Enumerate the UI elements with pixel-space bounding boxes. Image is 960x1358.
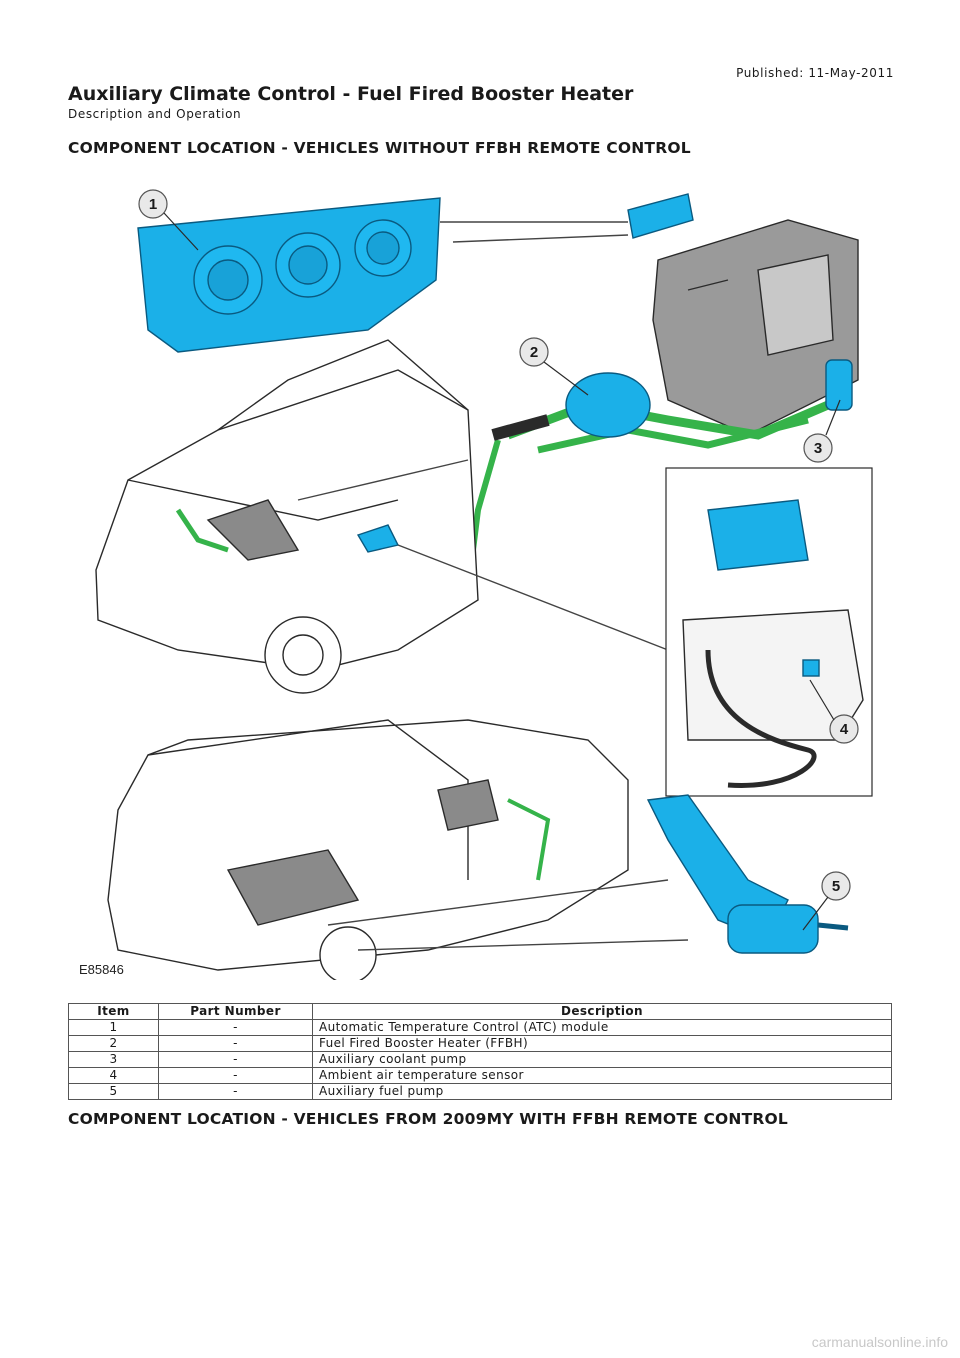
description-cell: Auxiliary fuel pump <box>312 1083 892 1100</box>
part-number-cell: - <box>158 1083 313 1100</box>
figure-id: E85846 <box>79 962 124 977</box>
callout-2-label: 2 <box>530 344 538 361</box>
callout-5-label: 5 <box>832 878 840 895</box>
table-row: 2 - Fuel Fired Booster Heater (FFBH) <box>68 1035 892 1052</box>
callout-4: 4 <box>809 679 859 744</box>
atc-module-drawing <box>137 193 694 353</box>
callout-1-label: 1 <box>149 196 157 213</box>
callout-3: 3 <box>803 399 841 463</box>
description-cell: Automatic Temperature Control (ATC) modu… <box>312 1019 892 1036</box>
callout-4-label: 4 <box>840 721 849 738</box>
header-item: Item <box>68 1003 159 1020</box>
item-cell: 3 <box>68 1051 159 1068</box>
table-row: 1 - Automatic Temperature Control (ATC) … <box>68 1019 892 1036</box>
description-cell: Auxiliary coolant pump <box>312 1051 892 1068</box>
callout-3-label: 3 <box>814 440 822 457</box>
header-part-number: Part Number <box>158 1003 313 1020</box>
description-cell: Ambient air temperature sensor <box>312 1067 892 1084</box>
part-number-cell: - <box>158 1019 313 1036</box>
front-vehicle-drawing <box>95 339 669 694</box>
table-row: 4 - Ambient air temperature sensor <box>68 1067 892 1084</box>
watermark: carmanualsonline.info <box>811 1334 948 1350</box>
item-cell: 2 <box>68 1035 159 1052</box>
illustration-svg: 1 2 3 4 5 <box>95 189 873 980</box>
part-number-cell: - <box>158 1035 313 1052</box>
callout-2: 2 <box>519 337 589 396</box>
published-date: Published: 11-May-2011 <box>736 66 894 80</box>
item-cell: 4 <box>68 1067 159 1084</box>
ambient-sensor-inset <box>665 467 873 797</box>
heater-circuit-drawing <box>470 359 853 551</box>
callout-5: 5 <box>802 871 851 931</box>
callout-1: 1 <box>138 189 199 251</box>
table-row: 3 - Auxiliary coolant pump <box>68 1051 892 1068</box>
part-number-cell: - <box>158 1051 313 1068</box>
table-row: 5 - Auxiliary fuel pump <box>68 1083 892 1100</box>
parts-table: Item Part Number Description 1 - Automat… <box>68 1003 892 1100</box>
section-heading-with-remote: COMPONENT LOCATION - VEHICLES FROM 2009M… <box>68 1110 788 1128</box>
rear-vehicle-drawing <box>107 719 689 980</box>
section-heading-without-remote: COMPONENT LOCATION - VEHICLES WITHOUT FF… <box>68 139 691 157</box>
description-cell: Fuel Fired Booster Heater (FFBH) <box>312 1035 892 1052</box>
hvac-unit-drawing <box>652 219 859 436</box>
page-subtitle: Description and Operation <box>68 107 242 121</box>
component-location-illustration: 1 2 3 4 5 E85846 <box>68 180 892 980</box>
part-number-cell: - <box>158 1067 313 1084</box>
item-cell: 1 <box>68 1019 159 1036</box>
fuel-pump-drawing <box>646 794 849 954</box>
page-title: Auxiliary Climate Control - Fuel Fired B… <box>68 83 634 105</box>
header-description: Description <box>312 1003 892 1020</box>
table-header-row: Item Part Number Description <box>68 1003 892 1020</box>
item-cell: 5 <box>68 1083 159 1100</box>
